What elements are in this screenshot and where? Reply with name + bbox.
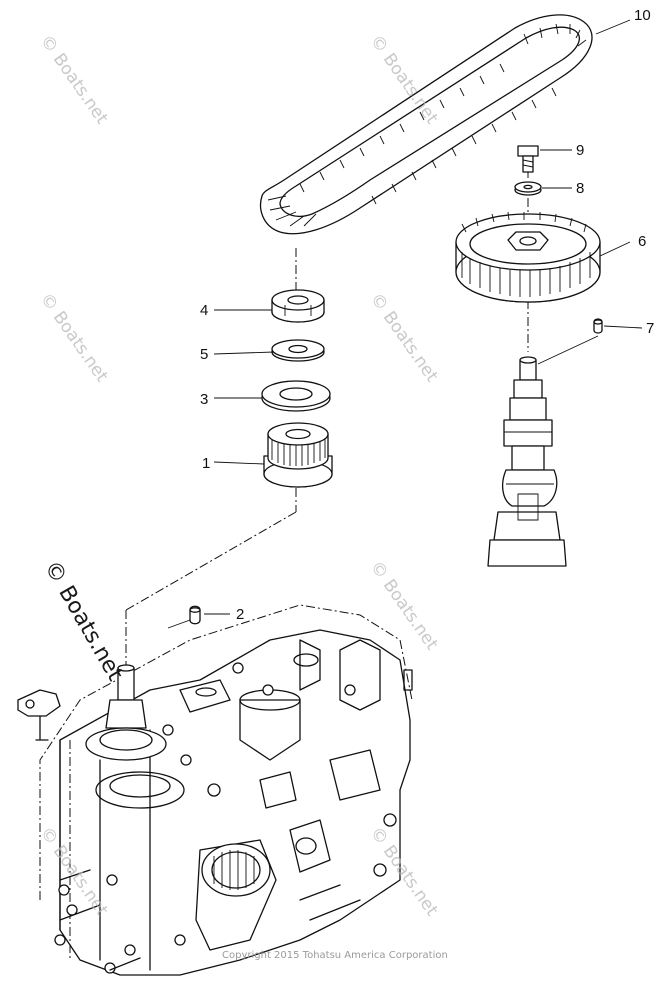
watermark-text: © Boats.net — [366, 289, 442, 386]
drive-pulley — [263, 422, 333, 488]
bolt — [517, 145, 539, 173]
callout-9: 9 — [576, 142, 584, 159]
timing-belt — [259, 14, 593, 235]
callout-2: 2 — [236, 606, 244, 623]
key-7 — [593, 318, 603, 334]
washer-5 — [271, 339, 325, 362]
watermark-text: © Boats.net — [36, 289, 112, 386]
callout-1: 1 — [202, 455, 210, 472]
watermark-text: © Boats.net — [36, 31, 112, 128]
watermark-text: © Boats.net — [366, 557, 442, 654]
washer-3 — [261, 380, 331, 412]
copyright-text: Copyright 2015 Tohatsu America Corporati… — [222, 950, 448, 961]
callout-6: 6 — [638, 233, 646, 250]
callout-4: 4 — [200, 302, 208, 319]
callout-7: 7 — [646, 320, 654, 337]
washer-8 — [514, 181, 542, 196]
callout-8: 8 — [576, 180, 584, 197]
key-2 — [189, 605, 201, 625]
camshaft — [487, 356, 567, 567]
nut — [271, 289, 325, 323]
callout-3: 3 — [200, 391, 208, 408]
callout-5: 5 — [200, 346, 208, 363]
watermark-text: © Boats.net — [39, 557, 128, 686]
cam-pulley — [455, 211, 601, 303]
engine-block — [17, 604, 413, 976]
callout-10: 10 — [634, 7, 651, 24]
